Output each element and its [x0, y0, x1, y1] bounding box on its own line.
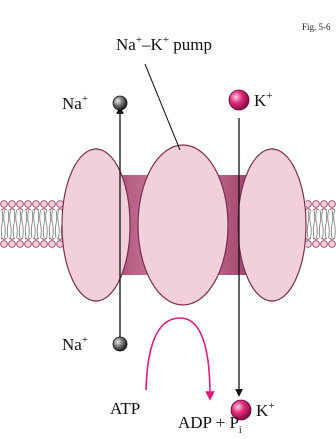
k-label-inside: K+	[256, 400, 275, 420]
products-label: ADP + Pi	[178, 413, 242, 436]
atp-hydrolysis-arrow	[146, 318, 210, 396]
na-label-inside: Na+	[62, 334, 88, 354]
pump-subunit-center	[138, 145, 228, 305]
figure-label: Fig. 5-6	[302, 22, 331, 32]
pump-label: Na+–K+ pump	[116, 34, 212, 54]
sodium-potassium-pump	[62, 145, 306, 305]
na-ion-inside	[113, 337, 127, 351]
na-label-outside: Na+	[62, 93, 88, 113]
k-label-outside: K+	[254, 90, 273, 110]
pump-label-leader	[145, 64, 180, 150]
atp-label: ATP	[110, 399, 140, 418]
k-ion-outside	[229, 90, 249, 110]
pump-subunit-right	[238, 149, 306, 301]
na-ion-outside	[113, 96, 127, 110]
